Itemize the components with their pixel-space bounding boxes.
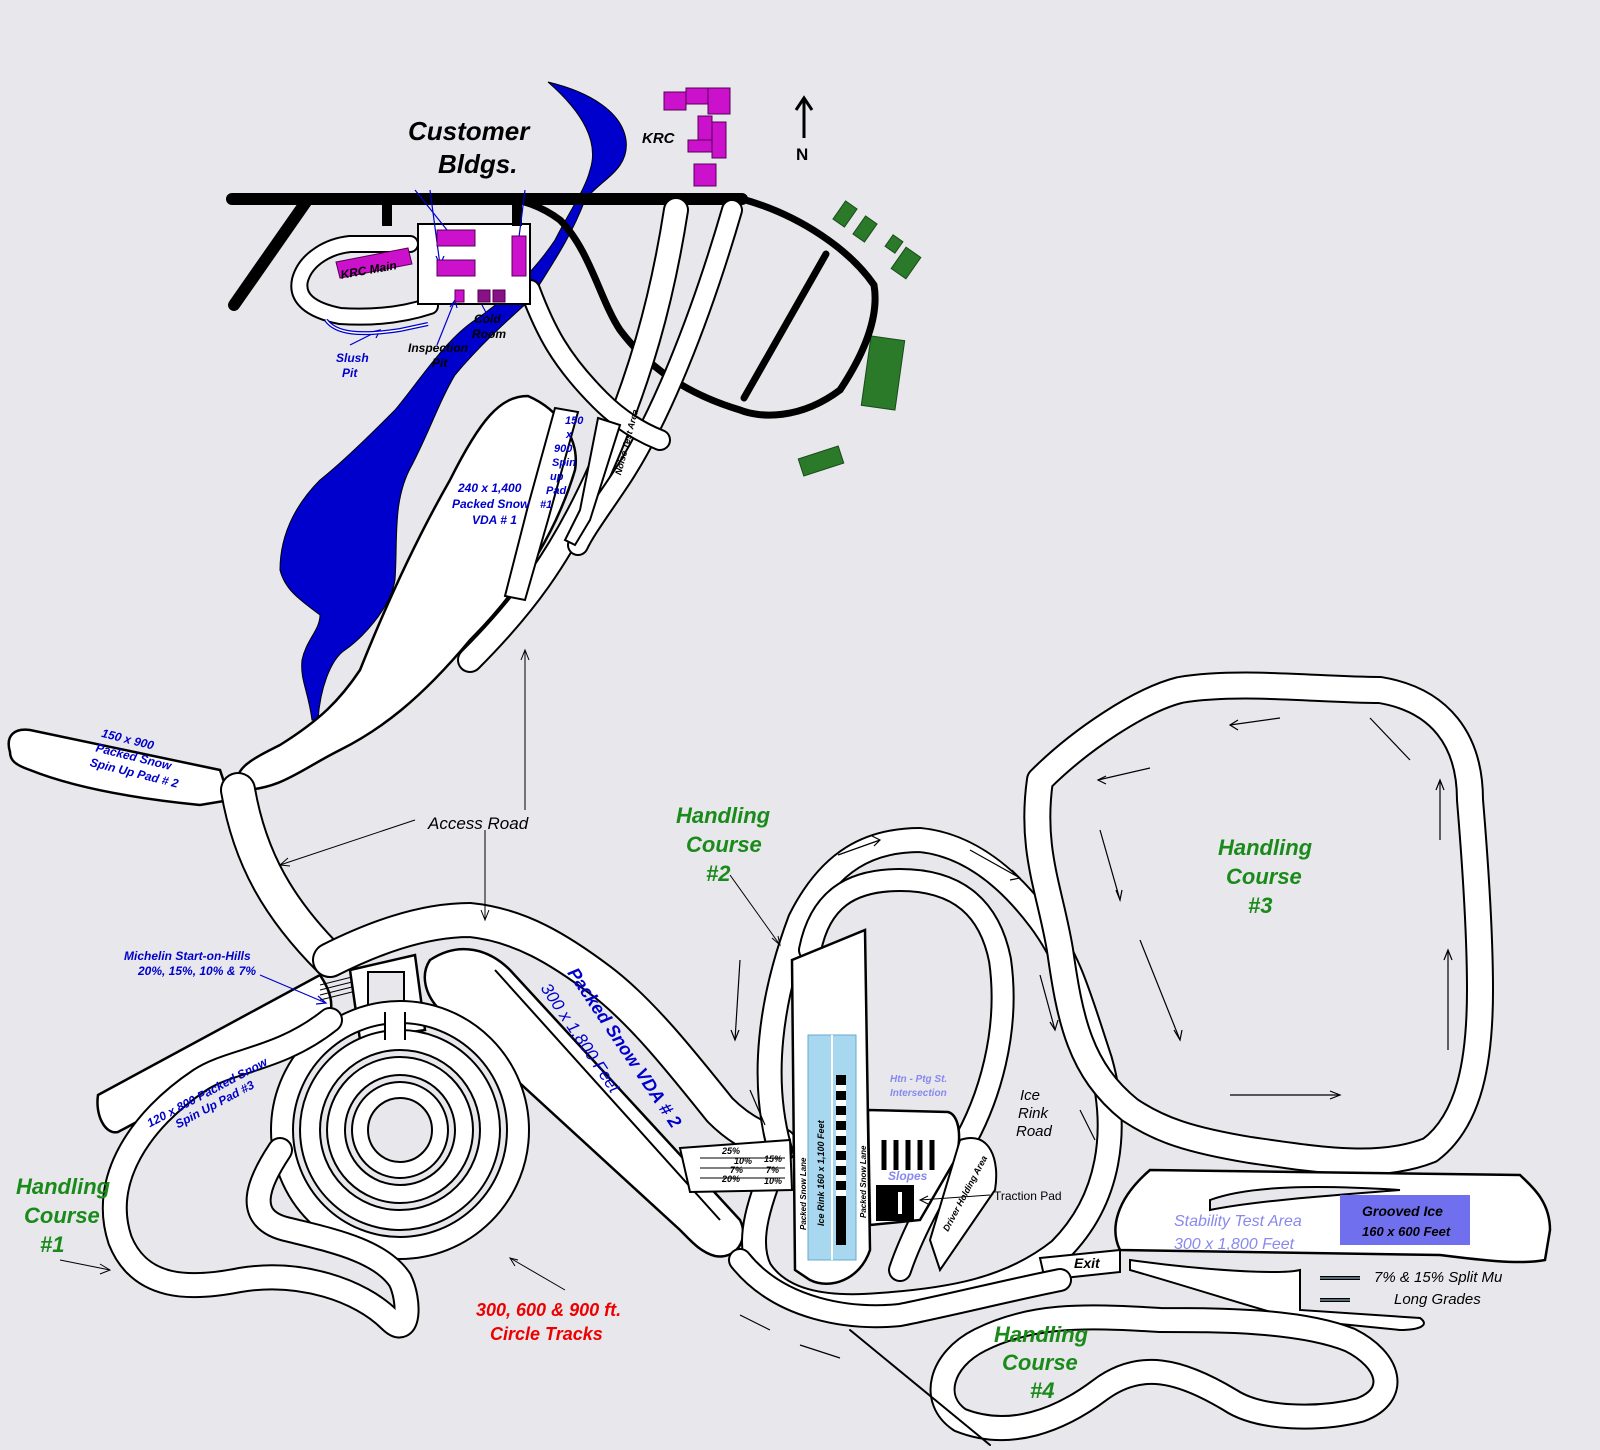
handling-course-2-label-3: #2: [706, 861, 731, 886]
grade-10a: 10%: [734, 1156, 752, 1166]
callout-arrows: [59, 648, 991, 1291]
ice-rink-road-label-2: Rink: [1018, 1105, 1050, 1122]
customer-buildings: [335, 229, 527, 303]
slush-pit-label-2: Pit: [342, 366, 358, 380]
krc-buildings: [663, 87, 731, 187]
stability-label: Stability Test Area: [1174, 1213, 1302, 1230]
stability-area: [1038, 1168, 1552, 1332]
spin-pad-1-label-5: up: [550, 471, 564, 483]
access-road-label: Access Road: [427, 814, 529, 833]
exit-label: Exit: [1074, 1255, 1101, 1271]
vda2-area: [423, 947, 745, 1258]
handling-course-2-label: Handling: [676, 803, 771, 828]
spin-pad-1-label: 150: [565, 415, 584, 427]
split-mu-label-2: Long Grades: [1394, 1291, 1481, 1308]
handling-course-1-label-3: #1: [40, 1232, 64, 1257]
customer-bldgs-label: Customer: [408, 116, 531, 146]
circle-tracks-label-2: Circle Tracks: [490, 1324, 603, 1344]
circle-tracks-label: 300, 600 & 900 ft.: [476, 1300, 621, 1320]
handling-course-2-label-2: Course: [686, 832, 762, 857]
handling-course-4-label-3: #4: [1030, 1378, 1054, 1403]
krc-label: KRC: [642, 130, 676, 147]
handling-course-3-label: Handling: [1218, 835, 1313, 860]
road-network: [7, 197, 798, 1258]
start-on-hills-grades: [678, 1138, 794, 1194]
cold-room-label: Cold: [474, 312, 501, 326]
handling-course-4-track: [929, 1304, 1399, 1441]
ice-rink-label: Ice Rink 160 x 1,100 Feet: [816, 1119, 826, 1226]
inspection-pit-label: Inspection: [408, 341, 468, 355]
grooved-ice-label-2: 160 x 600 Feet: [1362, 1224, 1451, 1239]
stability-label-2: 300 x 1,800 Feet: [1174, 1236, 1295, 1253]
cold-room-label-2: Room: [472, 327, 506, 341]
ice-rink-road-label: Ice: [1020, 1087, 1040, 1104]
packed-snow-lane-2: Packed Snow Lane: [859, 1145, 868, 1218]
spin-pad-1-label-2: x: [565, 429, 573, 441]
handling-course-3-track: [1023, 671, 1494, 1176]
vda1-label-3: VDA # 1: [472, 513, 517, 527]
vda1-label: 240 x 1,400: [457, 481, 522, 495]
grade-10b: 10%: [764, 1176, 782, 1186]
highway: [226, 193, 879, 419]
grade-7a: 7%: [730, 1165, 743, 1175]
green-buildings: [797, 200, 922, 477]
grade-25: 25%: [721, 1146, 740, 1156]
htn-intersection-label-2: Intersection: [890, 1088, 947, 1099]
inspection-pit-label-2: Pit: [432, 356, 448, 370]
michelin-label: Michelin Start-on-Hills: [124, 949, 251, 963]
grooved-ice-area: [1340, 1195, 1470, 1245]
north-arrow-icon: [794, 95, 814, 138]
handling-course-3-label-2: Course: [1226, 864, 1302, 889]
vda1-label-2: Packed Snow: [452, 497, 530, 511]
bottom-roads: [728, 1248, 1072, 1446]
handling-course-3-label-3: #3: [1248, 893, 1272, 918]
spin-pad-1-label-6: Pad: [546, 485, 566, 497]
handling-course-1-label: Handling: [16, 1174, 111, 1199]
grade-7b: 7%: [766, 1165, 779, 1175]
slush-pit-label: Slush: [336, 351, 369, 365]
handling-course-4-label: Handling: [994, 1322, 1089, 1347]
circle-tracks: [270, 1000, 530, 1260]
handling-course-4-label-2: Course: [1002, 1350, 1078, 1375]
split-mu-label: 7% & 15% Split Mu: [1374, 1269, 1503, 1286]
slopes-label: Slopes: [888, 1169, 928, 1183]
spin-pad-1-label-4: Spin: [552, 457, 576, 469]
traction-pad-label: Traction Pad: [994, 1189, 1062, 1203]
handling-course-1-label-2: Course: [24, 1203, 100, 1228]
michelin-label-2: 20%, 15%, 10% & 7%: [137, 964, 256, 978]
customer-bldgs-label-2: Bldgs.: [438, 149, 517, 179]
north-label: N: [796, 145, 808, 164]
grade-15: 15%: [764, 1154, 782, 1164]
grade-20: 20%: [721, 1174, 740, 1184]
grooved-ice-label: Grooved Ice: [1362, 1203, 1443, 1219]
ice-rink-road-label-3: Road: [1016, 1123, 1053, 1140]
spin-pad-1-label-7: #1: [540, 499, 552, 511]
spin-pad-1-label-3: 900: [554, 443, 573, 455]
direction-arrows: [730, 717, 1453, 1359]
htn-intersection-label: Htn - Ptg St.: [890, 1074, 947, 1085]
packed-snow-lane-1: Packed Snow Lane: [799, 1157, 808, 1230]
handling-course-1-track: [101, 1007, 420, 1339]
ice-rink-area: [790, 928, 998, 1285]
